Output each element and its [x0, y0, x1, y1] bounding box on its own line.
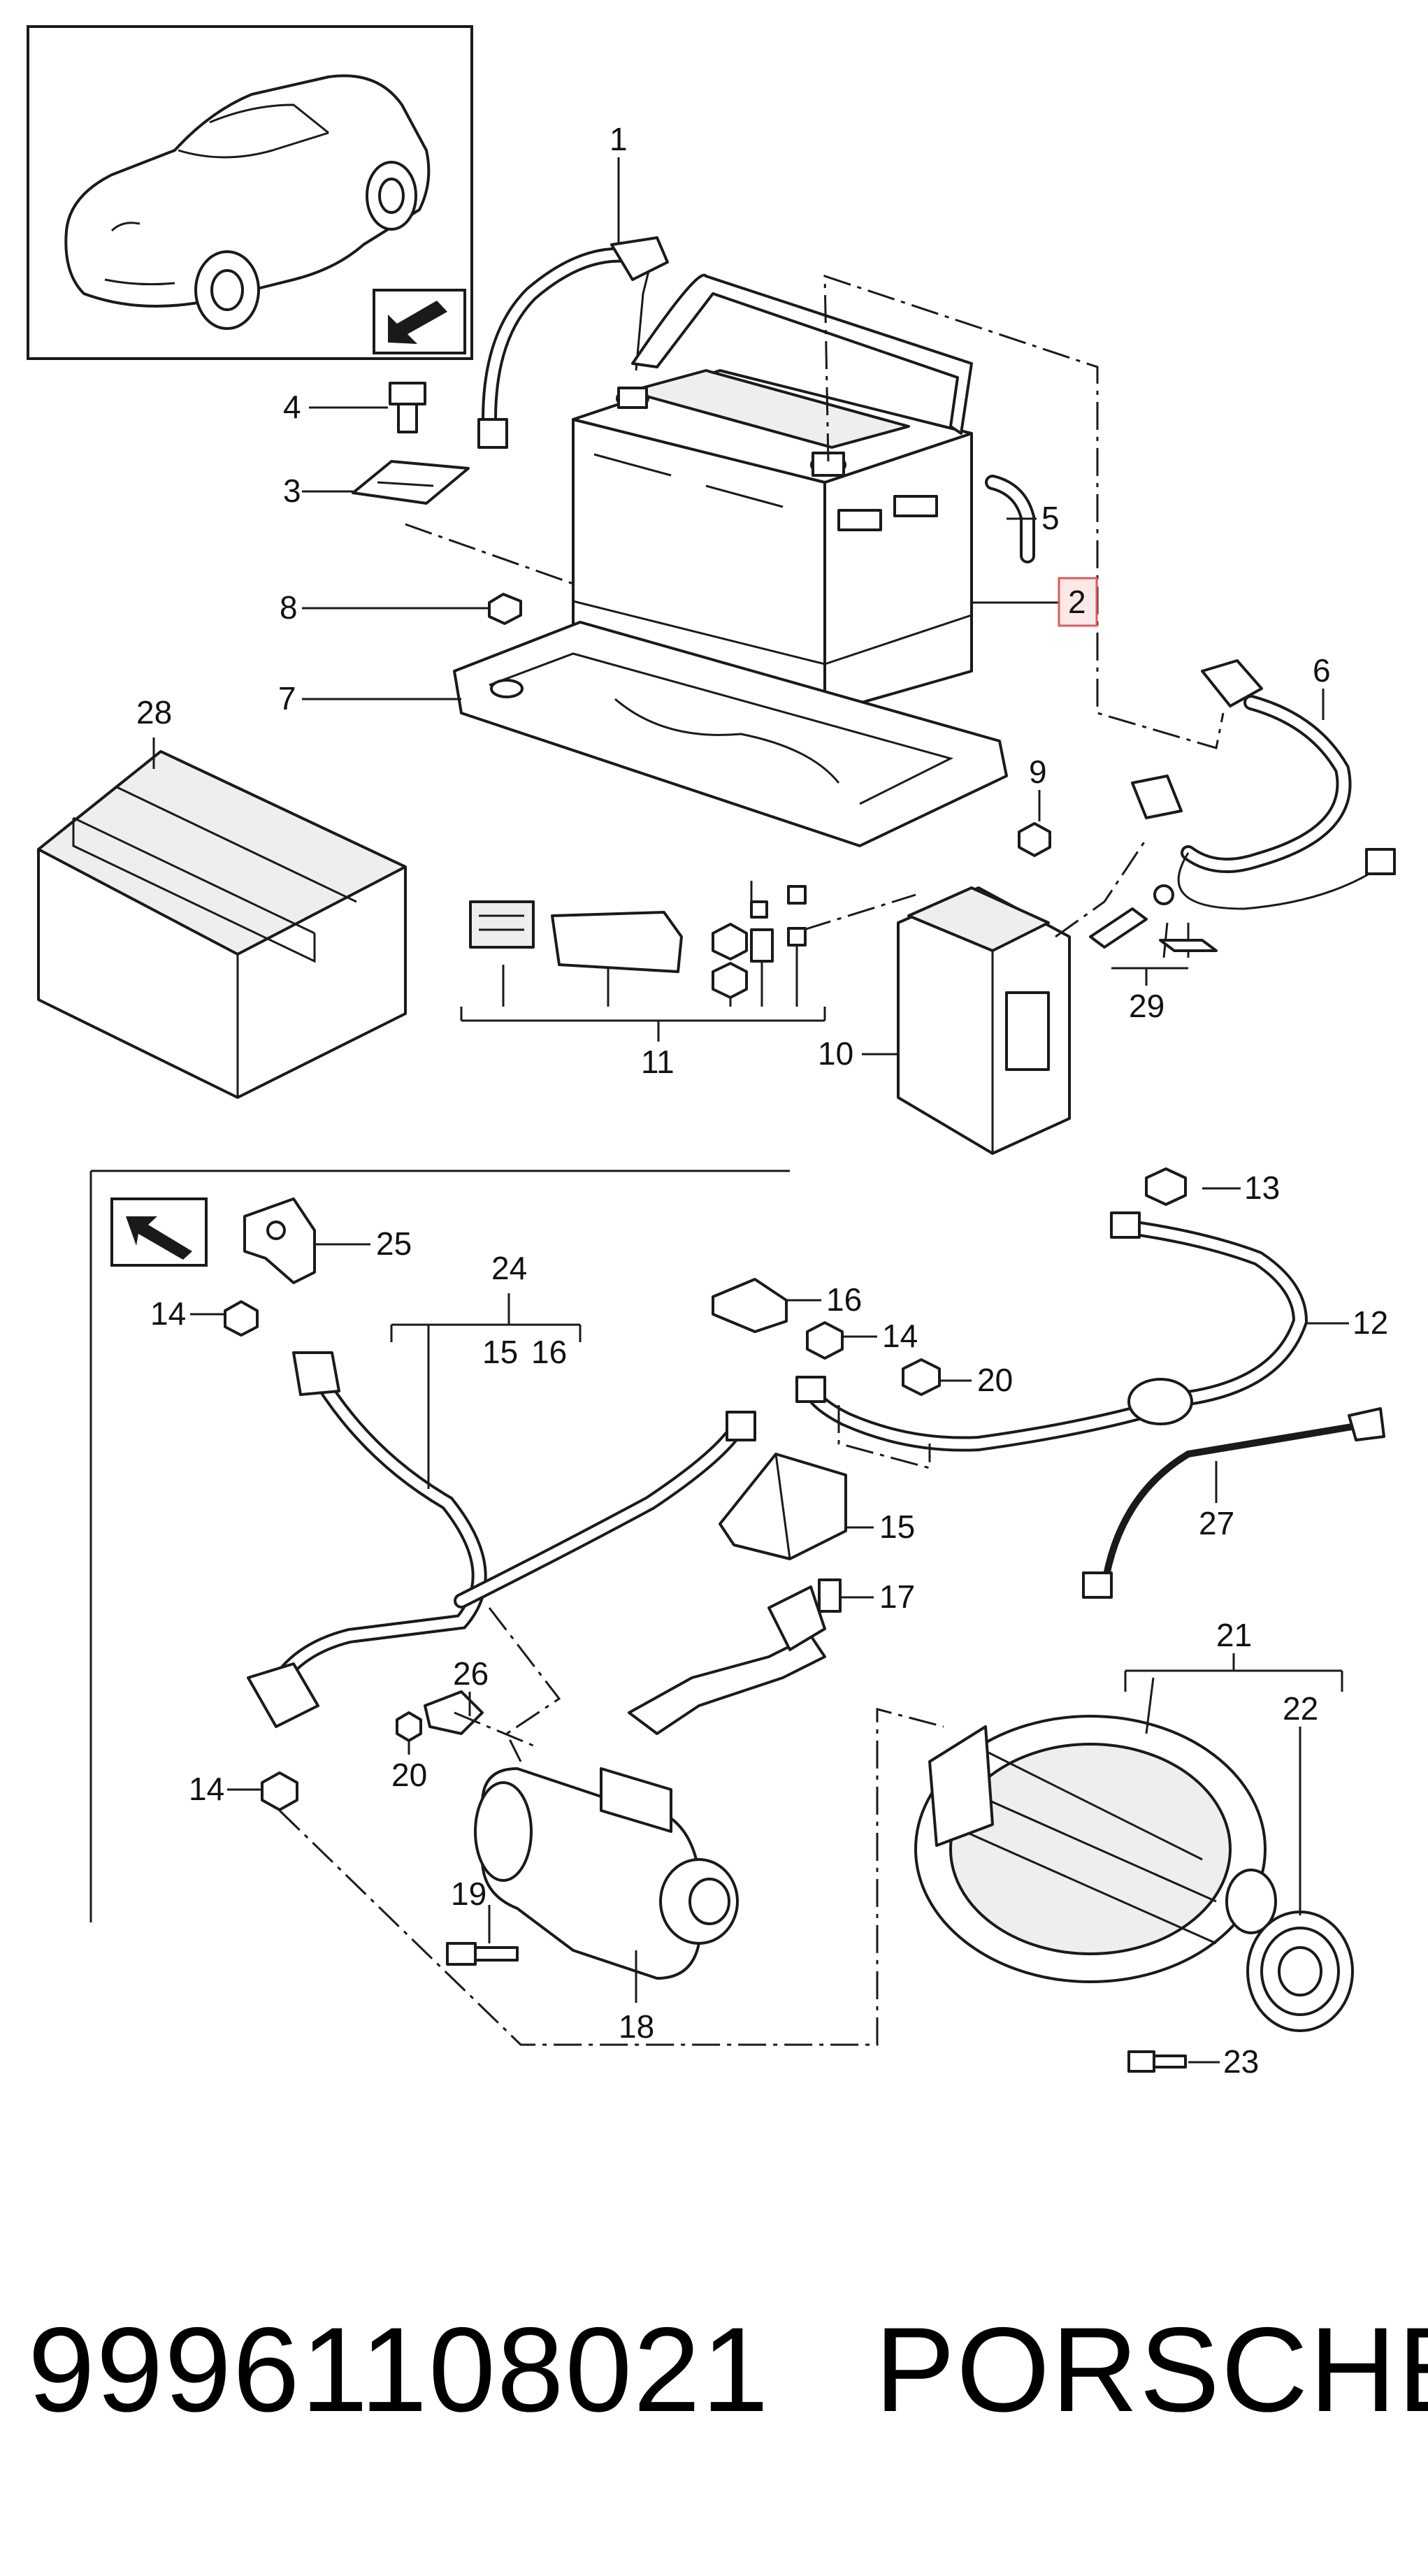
- vehicle-inset: [27, 25, 473, 360]
- brand-name: PORSCHE: [874, 2303, 1428, 2437]
- callout-14c: 14: [189, 1771, 224, 1807]
- cable-bracket: [719, 1453, 847, 1560]
- bolt: [446, 1942, 519, 1966]
- callout-14a: 14: [150, 1295, 186, 1332]
- callout-4: 4: [283, 389, 301, 425]
- callout-10: 10: [818, 1035, 853, 1072]
- nut: [902, 1358, 941, 1396]
- battery-cover: [37, 750, 407, 1099]
- callout-labels: 1 2 3 4 5 6 7 8 9 10 11 12 13 14 14 14 1…: [136, 121, 1388, 2080]
- small-parts-kit: [469, 885, 807, 999]
- callout-20b: 20: [391, 1757, 427, 1793]
- alternator-cable: [795, 1211, 1308, 1452]
- callout-2: 2: [1068, 584, 1086, 620]
- leader-lines: [152, 157, 1349, 2064]
- direction-arrow-icon: [373, 289, 466, 354]
- callout-27: 27: [1199, 1505, 1234, 1541]
- callout-23: 23: [1223, 2043, 1259, 2080]
- terminal-cover: [712, 1278, 788, 1333]
- battery-positive-cable: [1131, 659, 1396, 910]
- callout-20a: 20: [977, 1362, 1013, 1398]
- bolt: [818, 1578, 842, 1613]
- mounting-bracket: [628, 1585, 826, 1735]
- callout-25: 25: [376, 1225, 412, 1262]
- callout-15a: 15: [482, 1334, 518, 1370]
- battery-negative-cable: [477, 236, 669, 449]
- nut: [806, 1321, 844, 1360]
- callout-1: 1: [610, 121, 628, 157]
- part-number: 99961108021: [28, 2303, 770, 2437]
- callout-16a: 16: [531, 1334, 567, 1370]
- callout-24: 24: [491, 1250, 527, 1286]
- nut: [261, 1771, 298, 1811]
- car-icon: [64, 74, 431, 330]
- bolt: [389, 382, 426, 433]
- nut: [224, 1300, 259, 1337]
- callout-14b: 14: [882, 1318, 918, 1354]
- callout-6: 6: [1313, 652, 1331, 689]
- starter-wiring-harness: [247, 1351, 756, 1728]
- callout-highlight: [1058, 577, 1098, 627]
- callout-19: 19: [451, 1876, 486, 1912]
- callout-15b: 15: [879, 1509, 915, 1545]
- alternator-pulley: [1246, 1911, 1354, 2032]
- callout-8: 8: [280, 589, 298, 626]
- callout-22: 22: [1283, 1690, 1318, 1727]
- starter-motor: [474, 1767, 739, 1980]
- terminal-kit: [1089, 884, 1218, 958]
- callout-16b: 16: [826, 1281, 862, 1318]
- callout-7: 7: [278, 680, 296, 717]
- reference-lines: [278, 274, 1225, 2046]
- ground-strap: [1082, 1407, 1385, 1599]
- callout-26: 26: [453, 1655, 489, 1692]
- callout-29: 29: [1129, 988, 1164, 1024]
- callout-9: 9: [1029, 754, 1047, 790]
- fuse-box: [897, 886, 1071, 1155]
- clip: [424, 1690, 484, 1735]
- footer-caption: 99961108021 PORSCHE: [28, 2300, 1428, 2440]
- battery-tray: [453, 621, 1008, 847]
- vent-elbow: [985, 475, 1035, 563]
- direction-arrow-icon: [110, 1197, 208, 1267]
- hold-down-bracket: [352, 460, 470, 505]
- callout-17: 17: [879, 1578, 915, 1615]
- alternator: [914, 1715, 1277, 1983]
- nut: [1145, 1167, 1187, 1206]
- nut: [1018, 822, 1051, 857]
- cable-clip: [243, 1197, 316, 1284]
- bolt: [1127, 2050, 1187, 2073]
- callout-5: 5: [1041, 500, 1060, 536]
- nut: [396, 1711, 422, 1742]
- callout-11: 11: [641, 1044, 675, 1080]
- callout-28: 28: [136, 694, 172, 731]
- callout-18: 18: [619, 2008, 654, 2045]
- callout-3: 3: [283, 473, 301, 509]
- callout-13: 13: [1244, 1170, 1280, 1206]
- callout-12: 12: [1353, 1304, 1388, 1341]
- callout-21: 21: [1216, 1617, 1252, 1653]
- nut: [488, 593, 522, 625]
